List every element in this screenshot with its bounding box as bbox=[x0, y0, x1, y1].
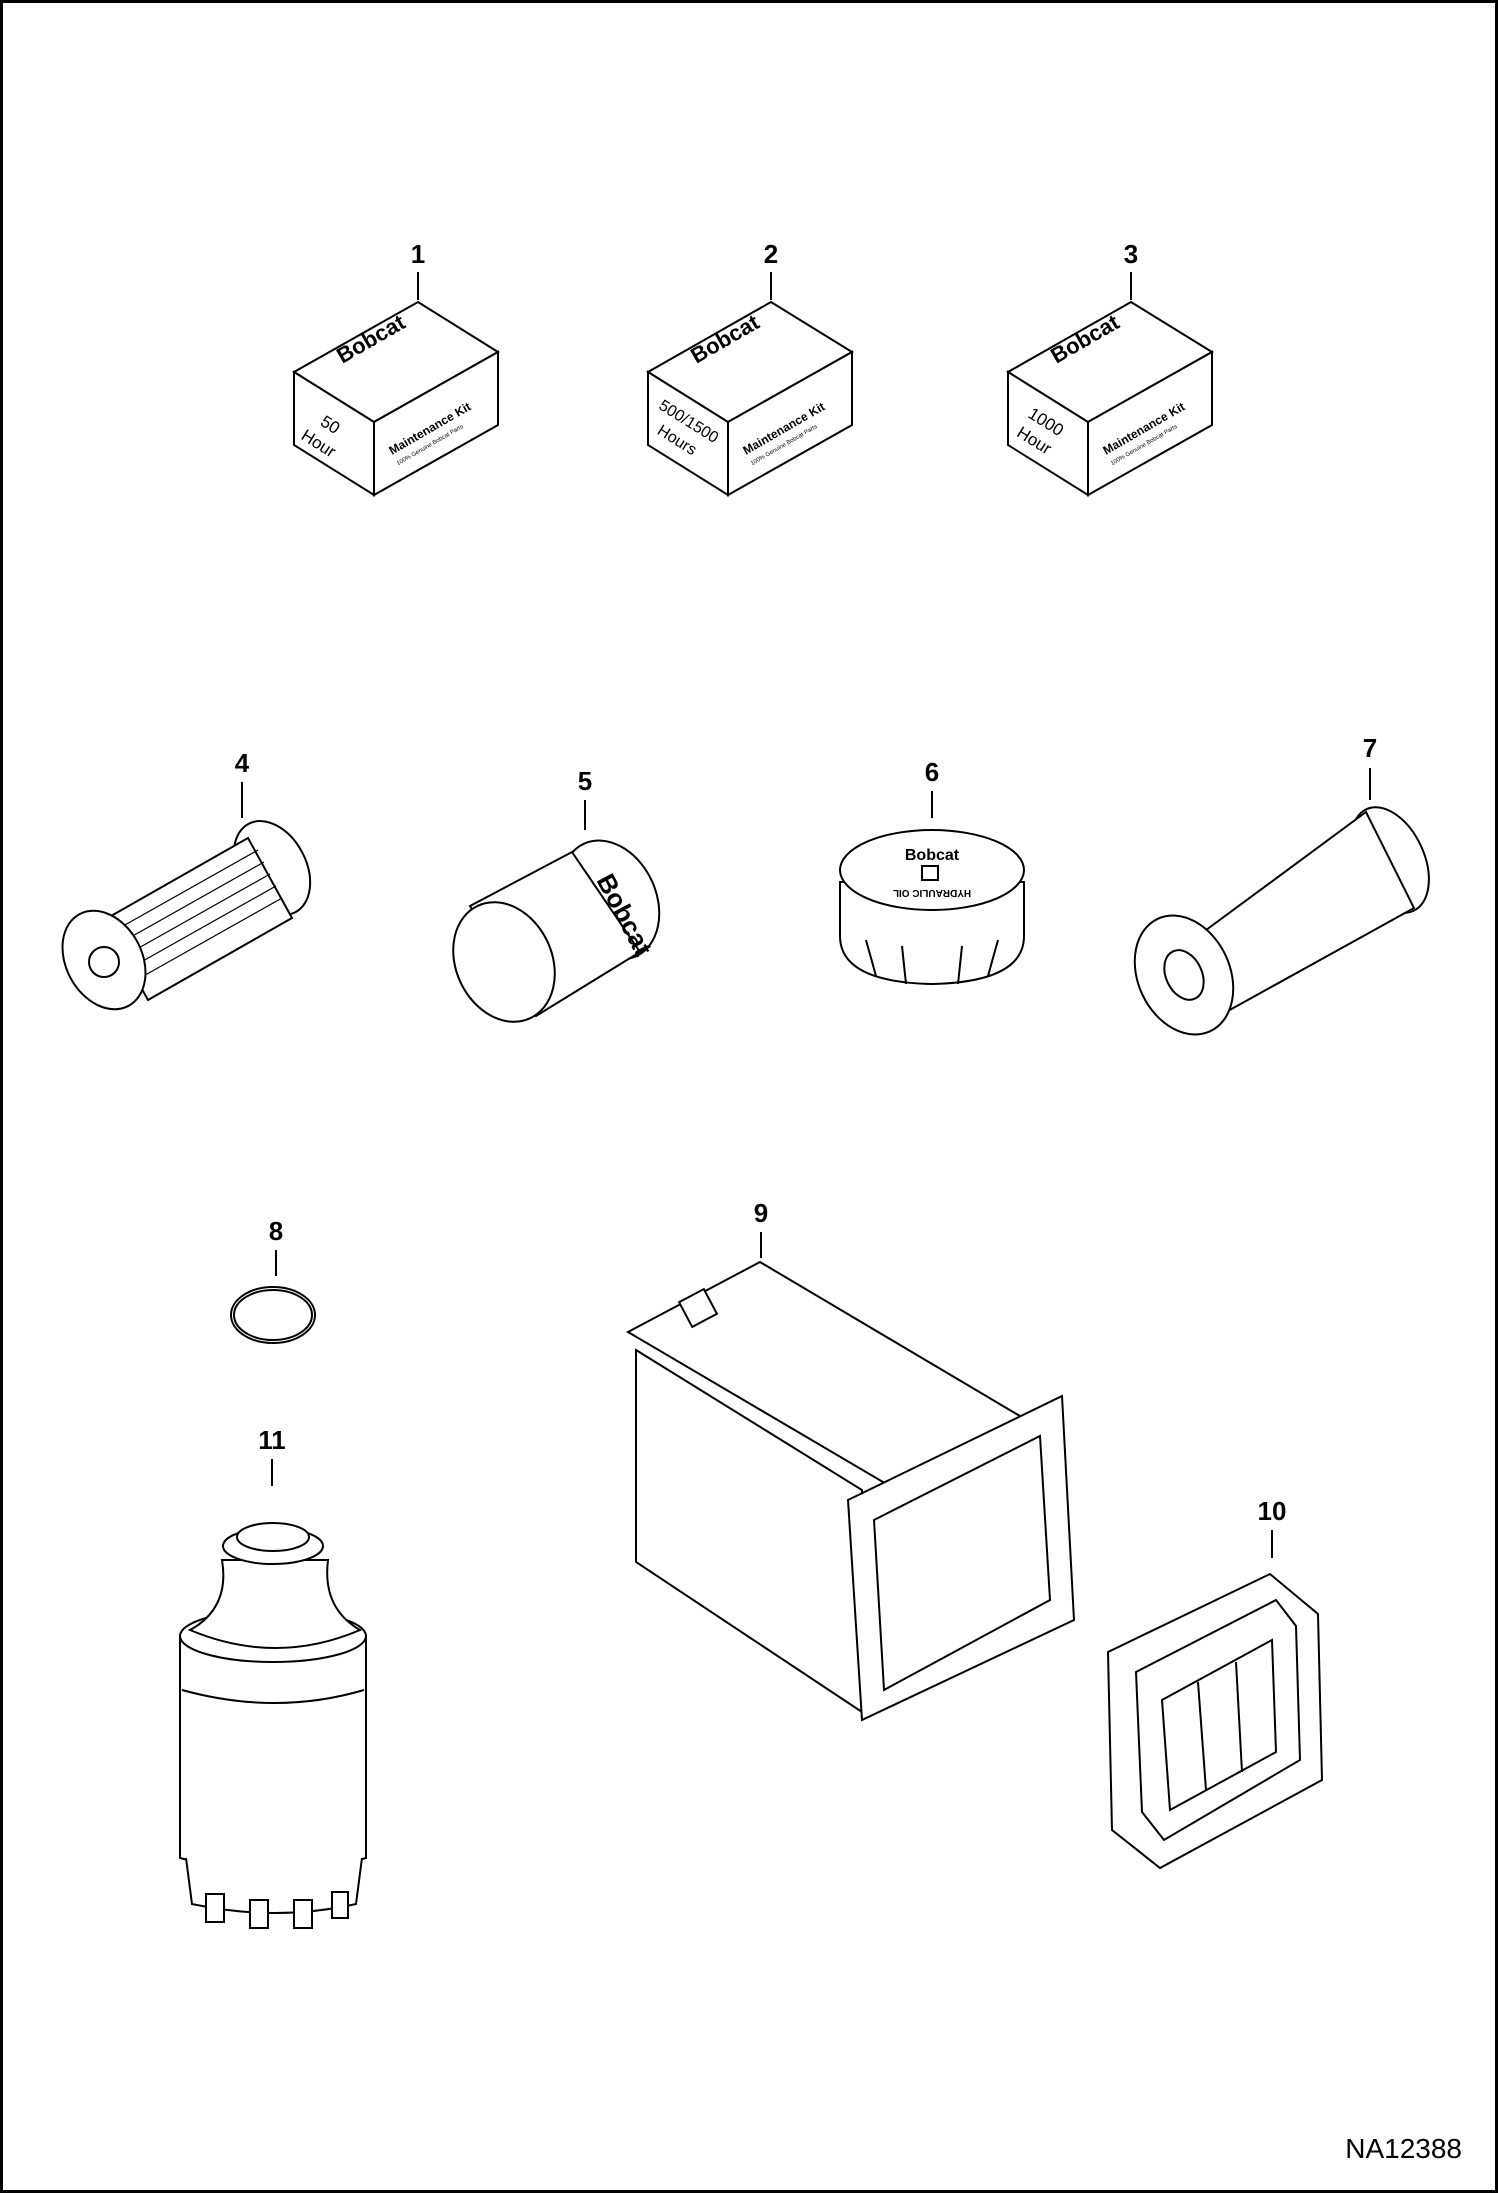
svg-text:5: 5 bbox=[578, 766, 592, 796]
figure-id: NA12388 bbox=[1345, 2133, 1462, 2164]
callout-9: 9 bbox=[754, 1198, 768, 1258]
svg-text:11: 11 bbox=[258, 1425, 286, 1455]
callout-4: 4 bbox=[235, 748, 250, 818]
callout-8: 8 bbox=[269, 1216, 283, 1276]
maintenance-kit-box-3: Bobcat 1000 Hour Maintenance Kit 100% Ge… bbox=[1006, 300, 1214, 497]
air-filter-housing bbox=[625, 1260, 1076, 1722]
callout-3: 3 bbox=[1124, 239, 1138, 300]
svg-text:2: 2 bbox=[764, 239, 778, 269]
svg-text:7: 7 bbox=[1363, 733, 1377, 763]
callout-6: 6 bbox=[925, 757, 939, 818]
svg-text:3: 3 bbox=[1124, 239, 1138, 269]
hydraulic-oil-cap: Bobcat HYDRAULIC OIL bbox=[839, 829, 1025, 986]
svg-text:6: 6 bbox=[925, 757, 939, 787]
svg-text:4: 4 bbox=[235, 748, 250, 778]
callout-1: 1 bbox=[411, 239, 425, 300]
cartridge-filter bbox=[61, 820, 312, 1011]
maintenance-kit-box-1: Bobcat 50 Hour Maintenance Kit 100% Genu… bbox=[292, 300, 500, 497]
callout-5: 5 bbox=[578, 766, 592, 830]
callout-7: 7 bbox=[1363, 733, 1377, 800]
maintenance-kit-box-2: Bobcat 500/1500 Hours Maintenance Kit 10… bbox=[646, 300, 854, 497]
oil-filter: Bobcat bbox=[452, 839, 661, 1023]
svg-text:HYDRAULIC OIL: HYDRAULIC OIL bbox=[893, 887, 971, 898]
svg-text:10: 10 bbox=[1258, 1496, 1287, 1526]
callout-11: 11 bbox=[258, 1425, 286, 1486]
o-ring bbox=[230, 1286, 316, 1344]
callout-2: 2 bbox=[764, 239, 778, 300]
svg-text:8: 8 bbox=[269, 1216, 283, 1246]
svg-text:9: 9 bbox=[754, 1198, 768, 1228]
svg-text:1: 1 bbox=[411, 239, 425, 269]
breather-filter bbox=[1133, 806, 1430, 1036]
brand-logo-text: Bobcat bbox=[905, 847, 960, 864]
fuel-filter bbox=[179, 1522, 367, 1929]
callout-10: 10 bbox=[1258, 1496, 1287, 1558]
air-filter-element bbox=[1106, 1572, 1324, 1870]
